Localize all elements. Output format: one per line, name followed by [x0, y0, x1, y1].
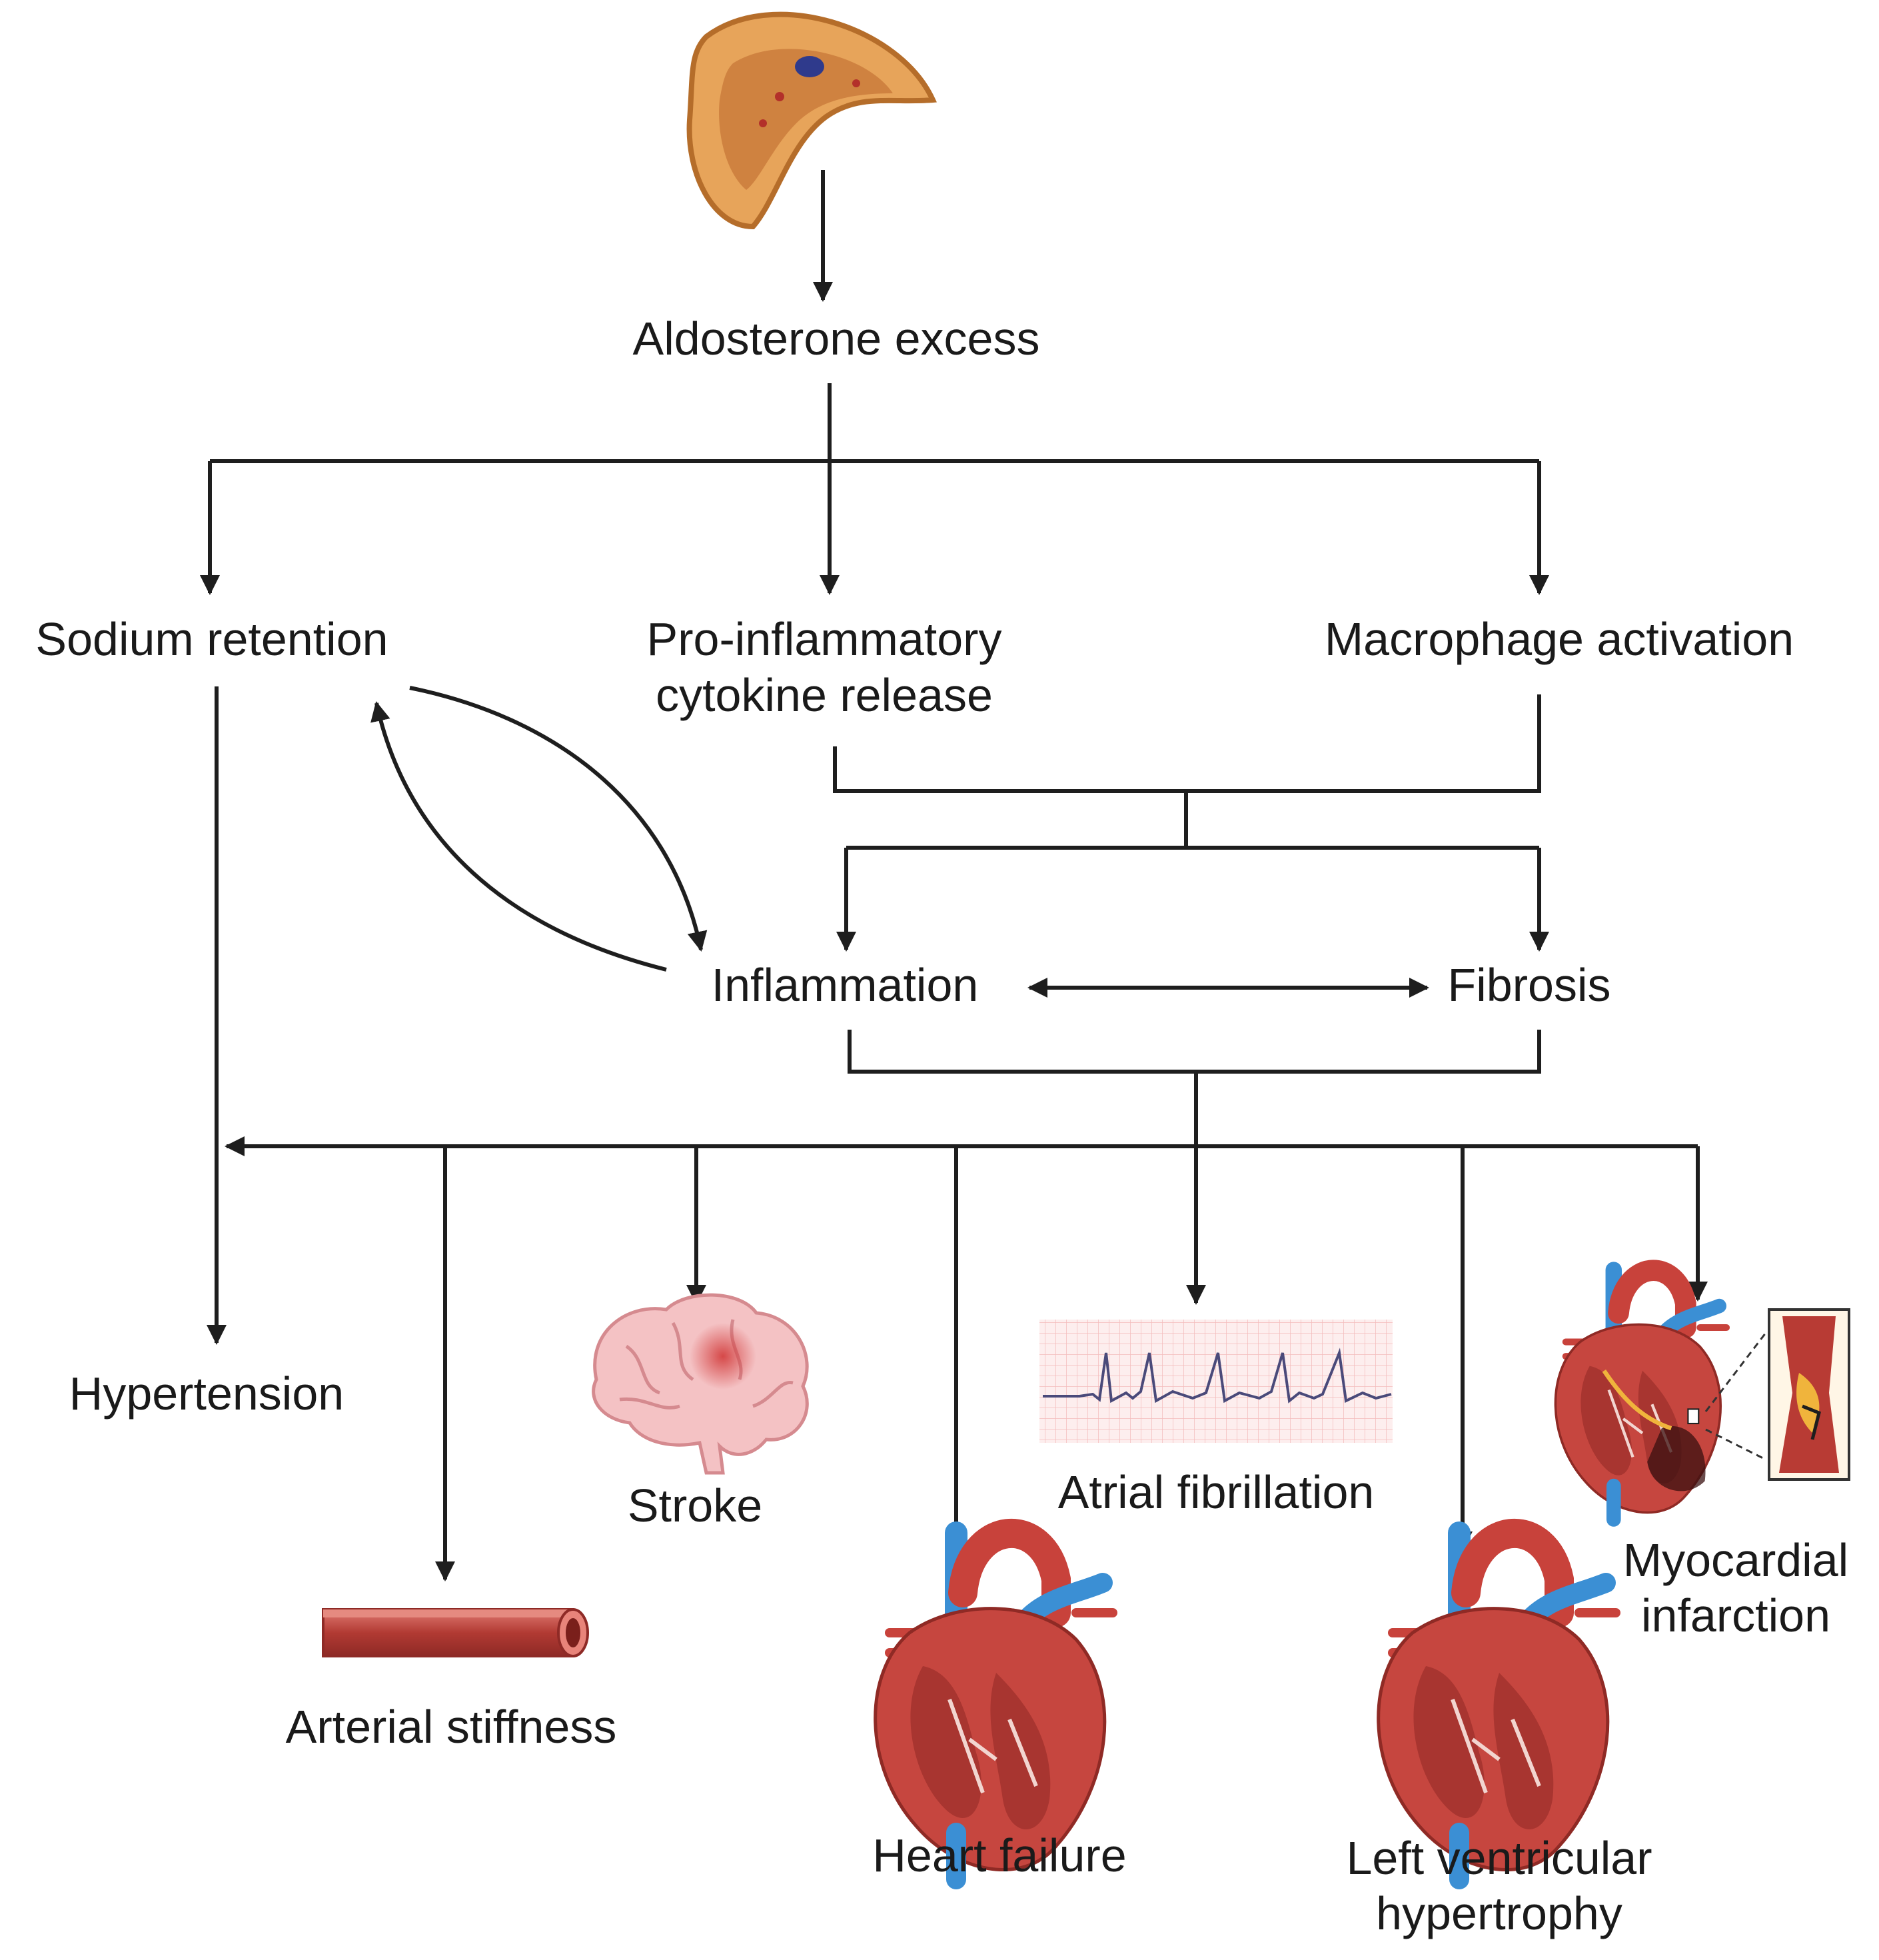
- heart-icon: [1379, 1533, 1616, 1879]
- merge-inflammation-fibrosis: [848, 1030, 1541, 1074]
- heart-icon: [876, 1533, 1113, 1879]
- ecg-icon: [1039, 1320, 1393, 1443]
- macrophage-activation-label: Macrophage activation: [1325, 613, 1794, 665]
- stroke-label: Stroke: [628, 1479, 762, 1531]
- inflammation-label: Inflammation: [712, 959, 979, 1011]
- coronary-plaque-inset-icon: [1704, 1308, 1850, 1481]
- arrow-sodium-to-inflammation: [409, 686, 708, 952]
- artery-icon: [322, 1608, 589, 1657]
- sodium-retention-label: Sodium retention: [35, 613, 388, 665]
- fibrosis-label: Fibrosis: [1447, 959, 1610, 1011]
- brain-icon: [592, 1293, 809, 1475]
- aldosterone-excess-label: Aldosterone excess: [633, 313, 1040, 365]
- lvh-label-line1: Left ventricular: [1346, 1832, 1652, 1884]
- atrial-fibrillation-label: Atrial fibrillation: [1058, 1466, 1375, 1518]
- mi-label-line1: Myocardial: [1623, 1534, 1848, 1586]
- cytokine-release-label-line2: cytokine release: [656, 669, 993, 721]
- arterial-stiffness-label: Arterial stiffness: [286, 1701, 617, 1753]
- cytokine-release-label-line1: Pro-inflammatory: [647, 613, 1002, 665]
- arrow-inflammation-to-sodium: [370, 701, 667, 972]
- adrenal-gland-icon: [686, 11, 937, 230]
- connector-lines: [200, 170, 1708, 1581]
- labels: Aldosterone excess Sodium retention Pro-…: [35, 313, 1848, 1939]
- heart-infarct-icon: [1555, 1270, 1726, 1519]
- lvh-label-line2: hypertrophy: [1376, 1887, 1622, 1939]
- mi-label-line2: infarction: [1641, 1589, 1830, 1641]
- heart-failure-label: Heart failure: [872, 1829, 1126, 1881]
- hypertension-label: Hypertension: [69, 1368, 344, 1420]
